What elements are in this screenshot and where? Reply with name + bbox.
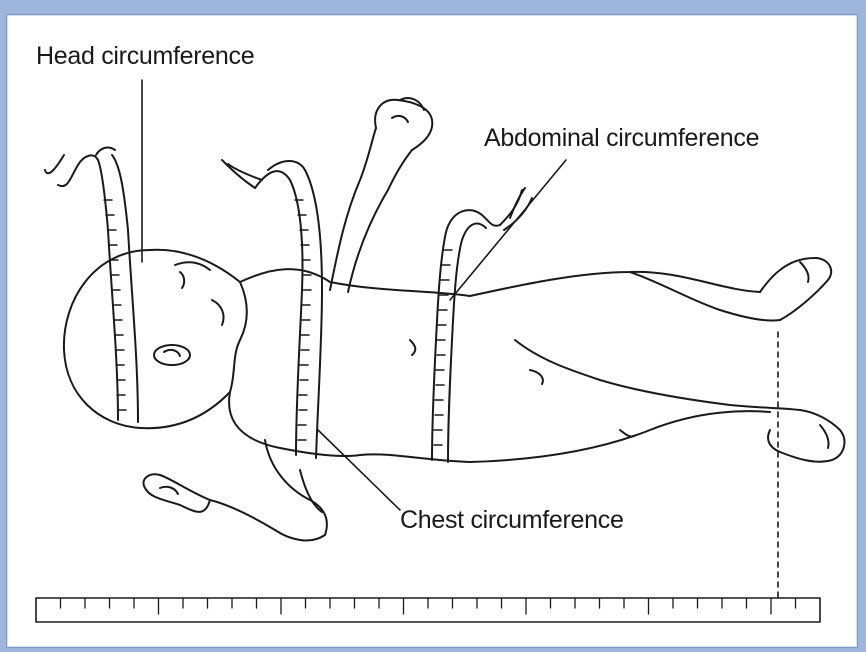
infant-legs	[515, 258, 844, 462]
infant-head	[64, 250, 247, 428]
head-measuring-tape	[45, 148, 138, 422]
chest-measuring-tape	[222, 160, 322, 458]
abdominal-circumference-label: Abdominal circumference	[484, 124, 759, 153]
measuring-ruler	[36, 598, 820, 622]
chest-circumference-label: Chest circumference	[400, 506, 624, 535]
abdominal-measuring-tape	[432, 188, 532, 462]
head-circumference-label: Head circumference	[36, 42, 254, 71]
infant-raised-arm	[330, 98, 432, 292]
infant-lower-arm	[143, 440, 326, 540]
chest-callout-line	[318, 430, 400, 510]
